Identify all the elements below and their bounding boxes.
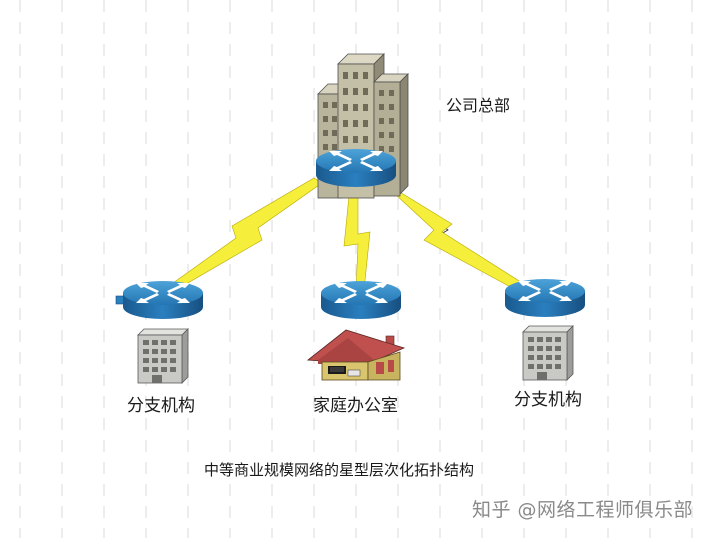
house-icon (306, 329, 406, 381)
branch-building-icon-right (522, 325, 574, 381)
label-branch-left: 分支机构 (127, 396, 195, 416)
router-icon-branch-right (505, 279, 585, 317)
branch-building-icon-left (137, 328, 189, 384)
label-home-office: 家庭办公室 (313, 396, 398, 416)
lightning-bolt-left (165, 177, 323, 292)
diagram-caption: 中等商业规模网络的星型层次化拓扑结构 (204, 461, 475, 479)
lightning-bolt-middle (343, 185, 371, 291)
router-icon-home-office (321, 281, 401, 319)
label-headquarters: 公司总部 (446, 96, 511, 115)
lightning-bolt-right (381, 181, 525, 291)
router-icon-branch-left (115, 281, 203, 319)
router-icon-hq (316, 149, 396, 187)
watermark: 知乎 @网络工程师俱乐部 (472, 499, 694, 521)
background-grid (19, 0, 693, 538)
label-branch-right: 分支机构 (514, 390, 582, 410)
